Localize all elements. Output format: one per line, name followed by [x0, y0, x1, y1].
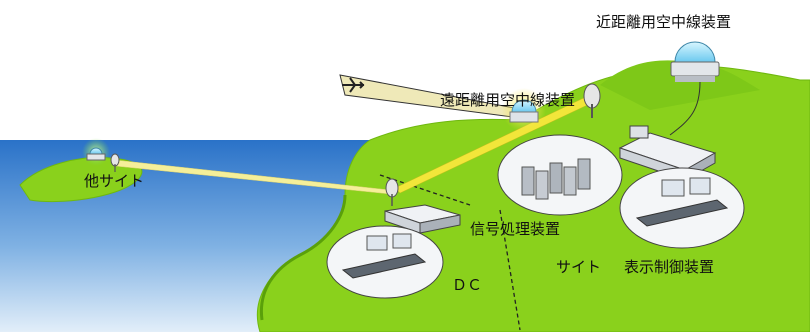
near-antenna — [670, 41, 720, 82]
operator-console-icon — [635, 177, 729, 227]
operator-console-icon — [341, 233, 427, 279]
other-site-island — [19, 156, 143, 203]
server-rack-icon — [521, 158, 591, 200]
display-controller-panel — [619, 167, 745, 249]
far-antenna — [502, 88, 546, 132]
dish-antenna-icon — [583, 83, 601, 118]
mountain-ridge — [600, 60, 760, 110]
cable — [669, 81, 701, 136]
label-near-antenna: 近距離用空中線装置 — [596, 13, 731, 31]
dish-antenna-icon — [385, 178, 399, 206]
region-boundary-line — [499, 209, 521, 331]
label-other-site: 他サイト — [84, 172, 144, 190]
label-dc: ＤＣ — [452, 276, 482, 294]
dc-console-panel — [326, 225, 444, 299]
label-display-controller: 表示制御装置 — [624, 258, 714, 276]
radar-dome-icon — [82, 138, 110, 166]
label-signal-processor: 信号処理装置 — [470, 220, 560, 238]
building-icon — [384, 204, 461, 234]
signal-processor-panel — [497, 134, 623, 216]
dish-antenna-icon — [110, 153, 120, 172]
label-site: サイト — [556, 258, 601, 276]
aircraft-icon — [342, 77, 365, 93]
label-far-antenna: 遠距離用空中線装置 — [440, 91, 575, 109]
coast-shade — [259, 194, 347, 321]
